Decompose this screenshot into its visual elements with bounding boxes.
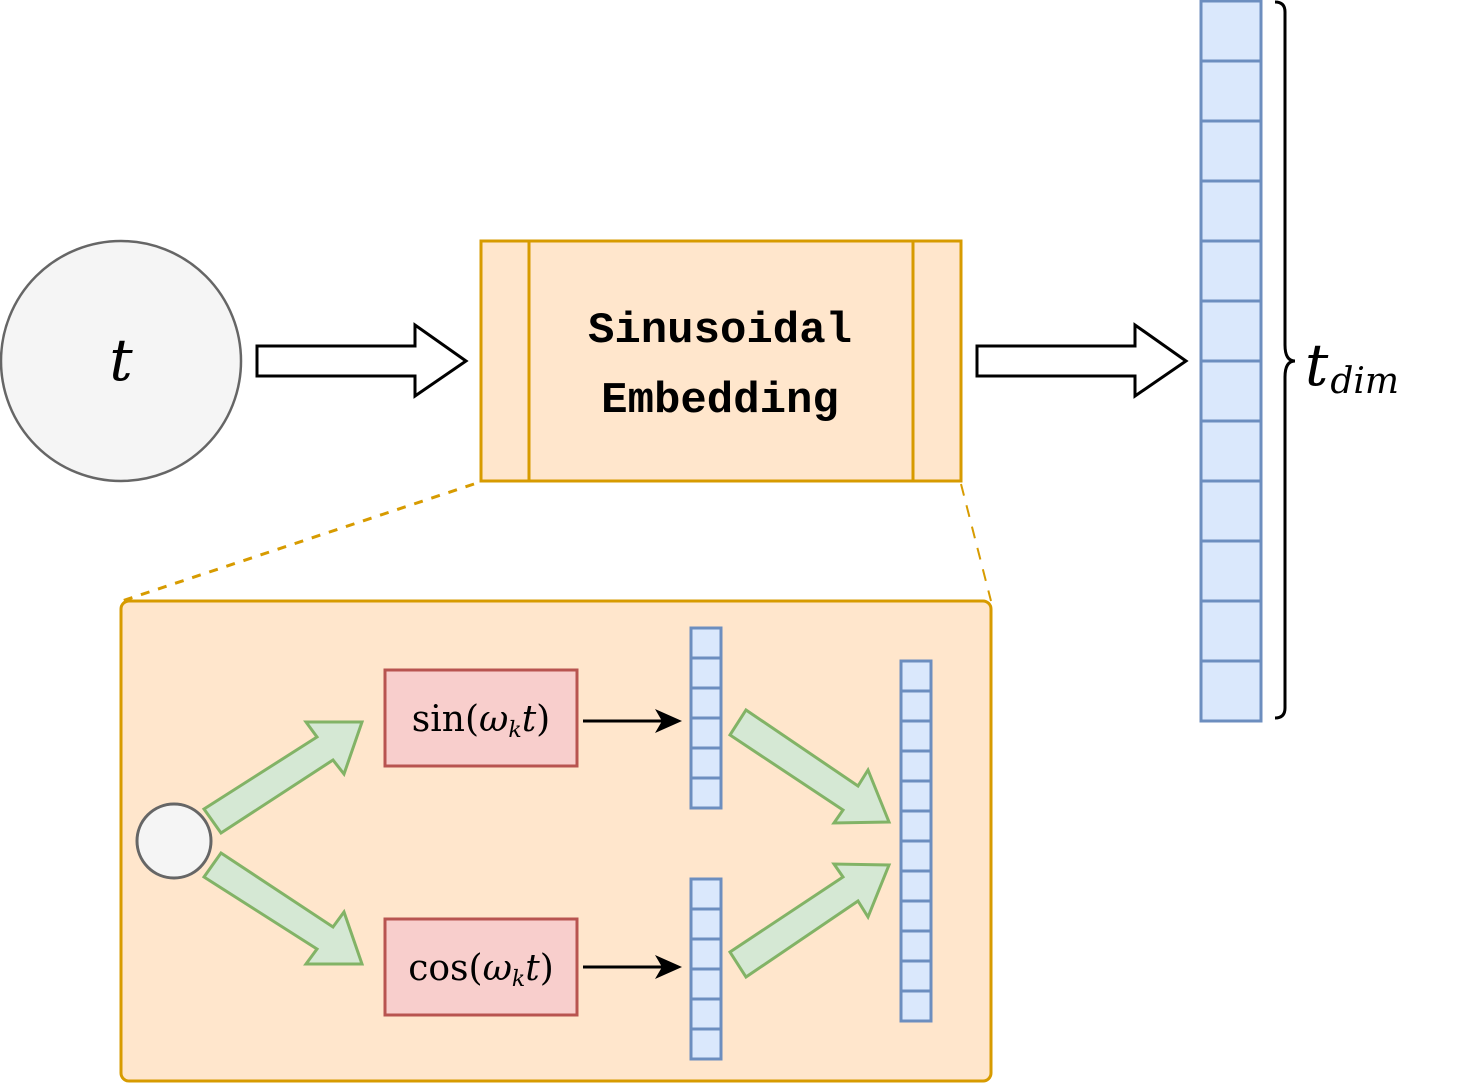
cos-function-label: cos(ωkt) [408, 948, 554, 992]
vector-cell [689, 937, 723, 971]
vector-cell [899, 839, 933, 873]
vector-cell [689, 716, 723, 750]
embedding-block: Sinusoidal Embedding [479, 239, 963, 483]
branch-arrow-up-icon [201, 720, 365, 836]
vector-cell [899, 719, 933, 753]
vector-cell [1199, 419, 1263, 483]
sin-function-box [383, 668, 579, 768]
embedding-title-line1: Sinusoidal [588, 306, 852, 356]
arrowhead-icon [655, 709, 682, 733]
vector-cell [899, 989, 933, 1023]
detail-input-node [135, 802, 213, 880]
hollow-arrow-icon [975, 322, 1189, 399]
sin-function-label: sin(ωkt) [412, 699, 550, 743]
vector-cell [899, 929, 933, 963]
arrowhead-icon [655, 955, 682, 979]
vector-cell [899, 809, 933, 843]
input-circle [0, 239, 243, 483]
vector-cell [689, 907, 723, 941]
vector-cell [1199, 239, 1263, 303]
output-dim-label: tdim [1305, 331, 1399, 402]
vector-cell [1199, 119, 1263, 183]
vector-cell [1199, 179, 1263, 243]
vector-cell [899, 959, 933, 993]
cos-function-box [383, 917, 579, 1017]
embedding-title-line2: Embedding [601, 376, 839, 426]
hollow-arrow-icon [255, 322, 469, 399]
sin-to-vector-arrow [583, 709, 682, 733]
output-vector [1199, 0, 1263, 723]
vector-cell [689, 877, 723, 911]
vector-cell [689, 626, 723, 660]
vector-cell [1199, 359, 1263, 423]
vector-cell [899, 659, 933, 693]
detail-panel: sin(ωkt) cos(ωkt) [119, 599, 993, 1083]
vector-cell [1199, 0, 1263, 63]
vector-cell [899, 689, 933, 723]
zoom-guide-right [960, 483, 992, 602]
vector-cell [1199, 539, 1263, 603]
vector-cell [1199, 659, 1263, 723]
vector-cell [899, 779, 933, 813]
vector-cell [1199, 299, 1263, 363]
vector-cell [689, 746, 723, 780]
input-node: t [0, 239, 243, 483]
vector-cell [689, 776, 723, 810]
vector-cell [1199, 599, 1263, 663]
sin-vector [689, 626, 723, 810]
input-label: t [109, 326, 133, 394]
zoom-guide-left [121, 482, 475, 603]
branch-arrow-down-icon [201, 850, 365, 966]
merge-arrow-down-icon [727, 707, 892, 825]
cos-to-vector-arrow [583, 955, 682, 979]
vector-cell [689, 1027, 723, 1061]
vector-cell [689, 686, 723, 720]
vector-cell [689, 997, 723, 1031]
vector-cell [899, 899, 933, 933]
vector-cell [1199, 479, 1263, 543]
vector-cell [689, 967, 723, 1001]
vector-cell [899, 869, 933, 903]
cos-vector [689, 877, 723, 1061]
vector-cell [689, 656, 723, 690]
vector-cell [1199, 59, 1263, 123]
embedding-block-box [479, 239, 963, 483]
merge-arrow-up-icon [727, 862, 892, 980]
vector-cell [899, 749, 933, 783]
combined-vector [899, 659, 933, 1023]
brace-icon [1274, 0, 1296, 720]
